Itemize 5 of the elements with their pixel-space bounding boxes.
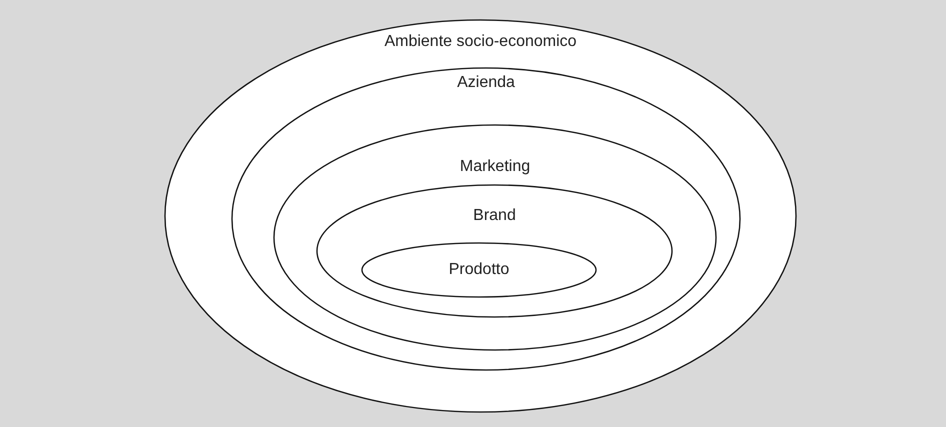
ring-label: Marketing — [460, 157, 530, 177]
ring-label: Prodotto — [448, 260, 510, 280]
ring-label: Brand — [473, 206, 516, 226]
ring-label: Azienda — [457, 73, 515, 93]
ring-label: Ambiente socio-economico — [384, 32, 577, 52]
